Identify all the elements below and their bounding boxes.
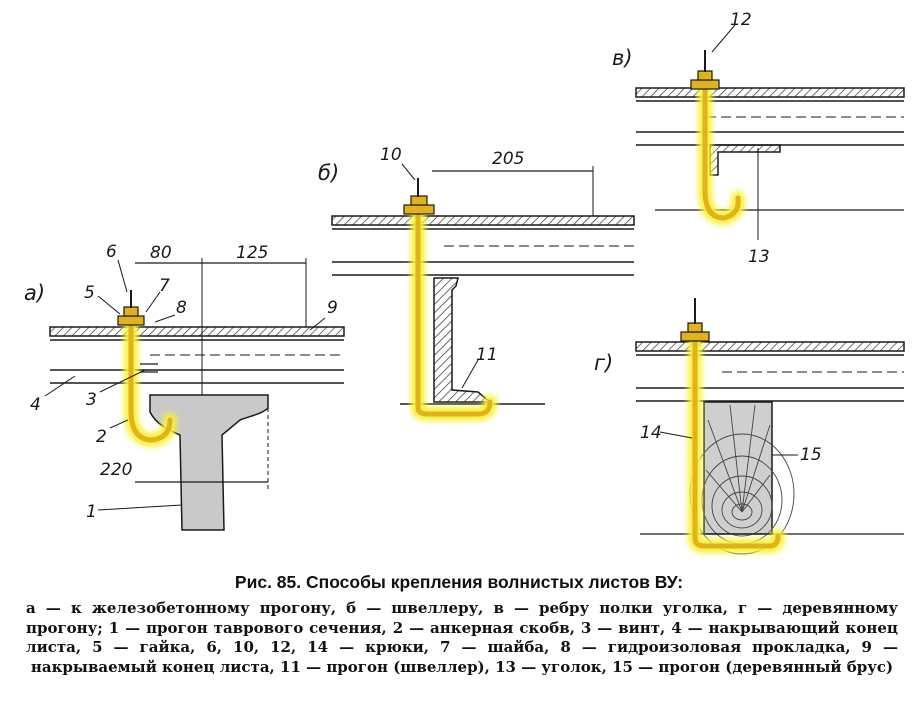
- hook-12: [702, 77, 741, 221]
- dim-125: 125: [236, 243, 268, 263]
- sheet-b: [331, 215, 635, 226]
- channel-purlin-11: [433, 277, 493, 403]
- callout-3: 3: [86, 390, 97, 410]
- callout-8: 8: [176, 298, 187, 318]
- callout-5: 5: [84, 283, 95, 303]
- subfigure-v: в) 12 13: [612, 10, 905, 267]
- sheet-g: [635, 341, 905, 352]
- callout-14: 14: [640, 423, 662, 443]
- callout-11: 11: [476, 345, 498, 365]
- caption-title: Рис. 85. Способы крепления волнистых лис…: [234, 572, 684, 592]
- subfigure-g: г) 14 15: [594, 298, 905, 555]
- anchor-hook-2: [128, 312, 173, 443]
- callout-7: 7: [159, 276, 170, 296]
- dim-205: 205: [492, 149, 524, 169]
- angle-13: [709, 144, 781, 176]
- subfigure-a: 80 125 220 а) 6 5 7 8 9 4 3 2 1: [24, 242, 345, 531]
- caption-body: а — к железобетонному прогону, б — швелл…: [26, 599, 898, 676]
- subfigure-b: 205 б) 10 11: [318, 145, 635, 421]
- figure-caption: Рис. 85. Способы крепления волнистых лис…: [0, 572, 918, 677]
- hook-14: [692, 329, 781, 549]
- subfigure-label-v: в): [612, 46, 633, 70]
- subfigure-label-b: б): [318, 161, 339, 185]
- sheet-4: [49, 326, 345, 337]
- dim-220: 220: [100, 460, 132, 480]
- hook-10: [415, 202, 493, 417]
- callout-12: 12: [730, 10, 752, 30]
- callout-1: 1: [86, 502, 97, 522]
- callout-15: 15: [800, 445, 822, 465]
- callout-2: 2: [96, 427, 107, 447]
- subfigure-label-g: г): [594, 351, 613, 375]
- figure-drawing: 80 125 220 а) 6 5 7 8 9 4 3 2 1: [24, 10, 905, 555]
- callout-10: 10: [380, 145, 402, 165]
- callout-9: 9: [327, 298, 338, 318]
- wooden-beam-15: [703, 401, 773, 535]
- sheet-v: [635, 87, 905, 98]
- callout-4: 4: [30, 395, 41, 415]
- callout-6: 6: [106, 242, 117, 262]
- callout-13: 13: [748, 247, 770, 267]
- dim-80: 80: [150, 243, 172, 263]
- subfigure-label-a: а): [24, 281, 45, 305]
